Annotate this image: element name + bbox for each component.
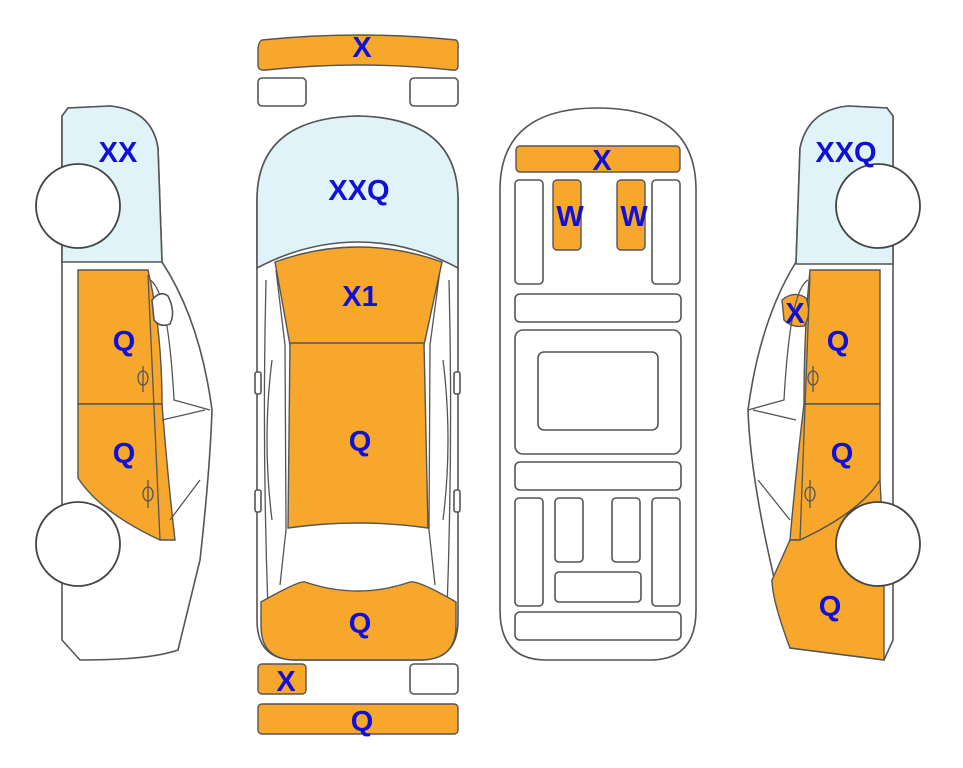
label-right-glass: XXQ (815, 137, 876, 169)
handle-right-top (453, 489, 461, 513)
label-roof: Q (349, 426, 372, 458)
interior-console (537, 351, 659, 431)
interior-trunk-bar (514, 611, 682, 641)
interior-view (499, 107, 697, 661)
right-handle-rear (804, 480, 816, 508)
mirror-left-top (254, 371, 262, 395)
left-rocker-line (161, 409, 206, 521)
mirror-right-top (453, 371, 461, 395)
front-light-right[interactable] (409, 77, 459, 107)
roof-panel[interactable] (287, 342, 429, 529)
interior-dashboard[interactable] (515, 145, 681, 173)
label-right-mirror: X (785, 298, 805, 330)
front-bumper-panel[interactable] (257, 34, 459, 71)
label-right-rear-door: Q (831, 438, 854, 470)
interior-right-panel-rear (651, 497, 681, 607)
interior-bar-1 (514, 293, 682, 323)
front-light-left[interactable] (257, 77, 307, 107)
label-seat-left: W (556, 201, 584, 233)
label-interior-dash: X (592, 145, 612, 177)
rear-parts (257, 663, 459, 735)
left-handle-front (137, 366, 149, 392)
trunk-panel[interactable] (260, 581, 457, 661)
right-side-view (747, 105, 921, 661)
label-left-front-door: Q (113, 326, 136, 358)
rear-bench (554, 571, 642, 603)
damage-labels: X XX Q Q XXQ X1 Q Q X Q X W W XXQ X Q Q … (99, 32, 877, 738)
rear-light-right[interactable] (409, 663, 459, 695)
label-right-front-door: Q (827, 326, 850, 358)
interior-bar-2 (514, 461, 682, 491)
left-mirror (151, 292, 174, 327)
label-left-rear-door: Q (113, 438, 136, 470)
right-belt-line (747, 279, 809, 411)
handle-left-top (254, 489, 262, 513)
interior-left-panel-rear (514, 497, 544, 607)
label-front-bumper: X (352, 32, 372, 64)
label-hood: X1 (342, 281, 377, 313)
top-windshield[interactable] (256, 115, 459, 270)
label-trunk: Q (349, 608, 372, 640)
front-seat-right[interactable] (616, 179, 646, 251)
right-door-seam (799, 274, 811, 541)
interior-left-panel-front (514, 179, 544, 285)
hood-panel[interactable] (274, 246, 443, 346)
rear-seat-left (554, 497, 584, 563)
right-rear-wheel (835, 501, 921, 587)
interior-right-panel-front (651, 179, 681, 285)
top-side-line-left (263, 279, 269, 611)
top-side-curve-right (442, 359, 449, 521)
front-parts (257, 34, 459, 107)
rear-bumper-panel[interactable] (257, 703, 459, 735)
top-side-curve-left (266, 359, 273, 521)
right-front-wheel (835, 163, 921, 249)
left-door-seam (147, 274, 161, 541)
label-rear-small-left: X (276, 666, 296, 698)
right-handle-front (807, 366, 819, 392)
label-rear-bumper: Q (351, 706, 374, 738)
label-right-rear-quarter: Q (819, 591, 842, 623)
left-rear-door[interactable] (77, 403, 176, 541)
rear-light-left[interactable] (257, 663, 307, 695)
label-left-glass: XX (99, 137, 138, 169)
car-top-view (254, 115, 461, 661)
front-seat-left[interactable] (552, 179, 582, 251)
label-top-windshield: XXQ (328, 175, 389, 207)
right-rocker-line (752, 409, 797, 521)
left-front-wheel (35, 163, 121, 249)
label-seat-right: W (620, 201, 648, 233)
top-pillar-right (428, 269, 441, 586)
top-pillar-left (275, 269, 287, 586)
left-side-view (35, 105, 213, 661)
rear-seat-right (611, 497, 641, 563)
left-rear-wheel (35, 501, 121, 587)
top-side-line-right (446, 279, 452, 611)
left-handle-rear (142, 480, 154, 508)
